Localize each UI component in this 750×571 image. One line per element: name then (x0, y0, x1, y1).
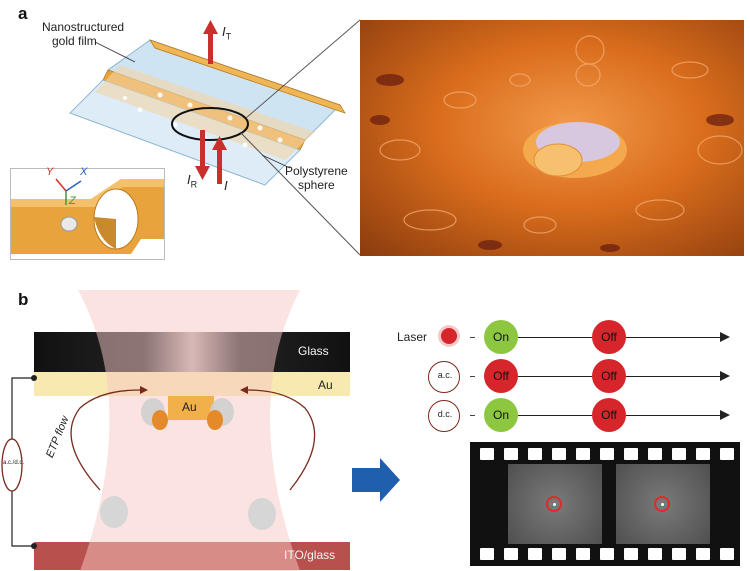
panel-b-label: b (18, 290, 29, 309)
laser-state-1: On (484, 320, 518, 354)
current-r-symbol: I (187, 172, 191, 187)
film-hole (504, 448, 518, 460)
current-t-symbol: I (222, 24, 226, 39)
ac-icon (428, 361, 460, 393)
trapped-sphere-marker (654, 496, 670, 512)
ac-arrow-1 (518, 376, 592, 377)
film-hole (504, 548, 518, 560)
film-hole (528, 548, 542, 560)
au-layer-label: Au (318, 378, 333, 392)
film-hole (576, 548, 590, 560)
current-r-label: IR (187, 172, 197, 190)
film-hole (600, 548, 614, 560)
axis-z-label: Z (69, 195, 76, 207)
dc-arrowhead (720, 410, 730, 420)
dc-arrow-1 (518, 415, 592, 416)
laser-arrow-1 (518, 337, 592, 338)
ac-arrow-2 (626, 376, 722, 377)
ac-arrowhead (720, 371, 730, 381)
film-hole (672, 548, 686, 560)
film-label-line2: gold film (52, 34, 97, 48)
current-t-label: IT (222, 24, 231, 42)
dc-icon (428, 400, 460, 432)
ac-dash (470, 376, 475, 377)
trapped-sphere-dot (553, 503, 556, 506)
film-hole (648, 448, 662, 460)
film-hole (696, 548, 710, 560)
current-r-subscript: R (190, 179, 198, 190)
laser-arrowhead (720, 332, 730, 342)
film-label-line1: Nanostructured (42, 20, 125, 34)
film-hole (648, 548, 662, 560)
film-hole (480, 548, 494, 560)
ac-label: a.c. (437, 370, 453, 380)
film-hole (528, 448, 542, 460)
dc-state-1: On (484, 398, 518, 432)
ito-cell-schematic (1, 290, 400, 571)
inset-hole-drawing (11, 178, 164, 254)
dc-label: d.c. (437, 409, 453, 419)
film-frame-2 (616, 464, 710, 544)
laser-icon (441, 328, 457, 344)
source-label: a.c./d.c. (3, 460, 25, 466)
laser-label: Laser (397, 330, 428, 344)
zoomed-surface-render (360, 20, 744, 256)
film-strip (470, 442, 740, 566)
film-hole (624, 548, 638, 560)
film-hole (672, 448, 686, 460)
film-hole (720, 448, 734, 460)
film-hole (480, 448, 494, 460)
axis-y-label: Y (46, 166, 54, 178)
dc-arrow-2 (626, 415, 722, 416)
glass-label: Glass (298, 344, 329, 358)
sphere-label: Polystyrene sphere (285, 164, 348, 192)
film-hole (696, 448, 710, 460)
inset-hole-detail (10, 168, 165, 260)
film-hole (552, 448, 566, 460)
film-label: Nanostructured gold film (42, 20, 124, 48)
film-hole (720, 548, 734, 560)
sphere-label-line1: Polystyrene (285, 164, 348, 178)
current-t-subscript: T (225, 31, 232, 42)
dc-state-2: Off (592, 398, 626, 432)
film-frame-1 (508, 464, 602, 544)
gold-film-schematic (69, 19, 360, 256)
trapped-sphere-marker (546, 496, 562, 512)
dc-dash (470, 415, 475, 416)
axis-x-label: X (80, 166, 88, 178)
ito-label: ITO/glass (284, 548, 336, 562)
panel-a-label: a (18, 4, 28, 23)
film-hole (576, 448, 590, 460)
film-hole (552, 548, 566, 560)
film-hole (624, 448, 638, 460)
ac-state-1: Off (484, 359, 518, 393)
au-nano-label: Au (182, 400, 197, 414)
laser-dash (470, 337, 475, 338)
zoomed-surface-holes (370, 35, 743, 252)
laser-arrow-2 (626, 337, 722, 338)
trapped-sphere-dot (661, 503, 664, 506)
film-hole (600, 448, 614, 460)
sphere-label-line2: sphere (298, 178, 335, 192)
laser-state-2: Off (592, 320, 626, 354)
ac-state-2: Off (592, 359, 626, 393)
current-i-label: I (224, 178, 228, 193)
